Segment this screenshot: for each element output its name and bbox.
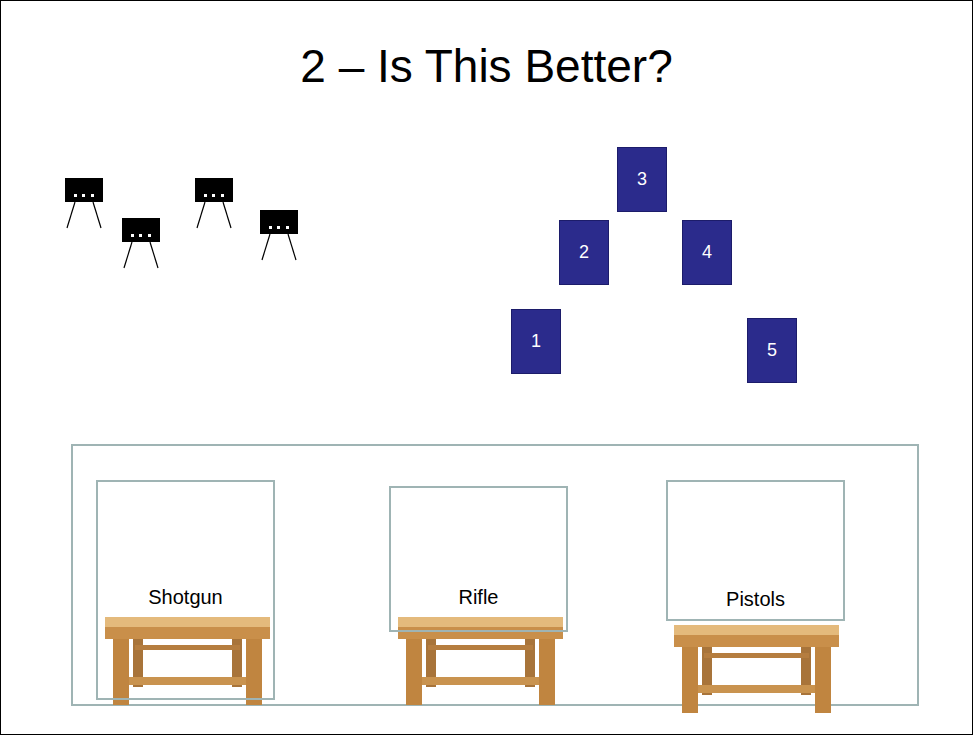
position-marker: 1 (511, 309, 561, 374)
weapon-station: Shotgun (96, 480, 275, 700)
position-marker: 5 (747, 318, 797, 383)
station-label: Shotgun (98, 586, 273, 609)
target-icon (65, 178, 103, 228)
callout-number: 4 (702, 242, 712, 263)
slide-title: 2 – Is This Better? (0, 40, 973, 93)
wooden-table (105, 617, 270, 705)
position-marker: 2 (559, 220, 609, 285)
callout-number: 5 (767, 340, 777, 361)
position-marker: 3 (617, 147, 667, 212)
target-icon (195, 178, 233, 228)
range-outline (72, 445, 918, 705)
position-marker: 4 (682, 220, 732, 285)
callout-number: 2 (579, 242, 589, 263)
wooden-table (674, 625, 839, 713)
callout-number: 1 (531, 331, 541, 352)
target-icon (260, 210, 298, 260)
weapon-station: Rifle (389, 486, 568, 632)
callout-number: 3 (637, 169, 647, 190)
station-label: Pistols (668, 588, 843, 611)
station-label: Rifle (391, 586, 566, 609)
target-icon (122, 218, 160, 268)
weapon-station: Pistols (666, 480, 845, 621)
